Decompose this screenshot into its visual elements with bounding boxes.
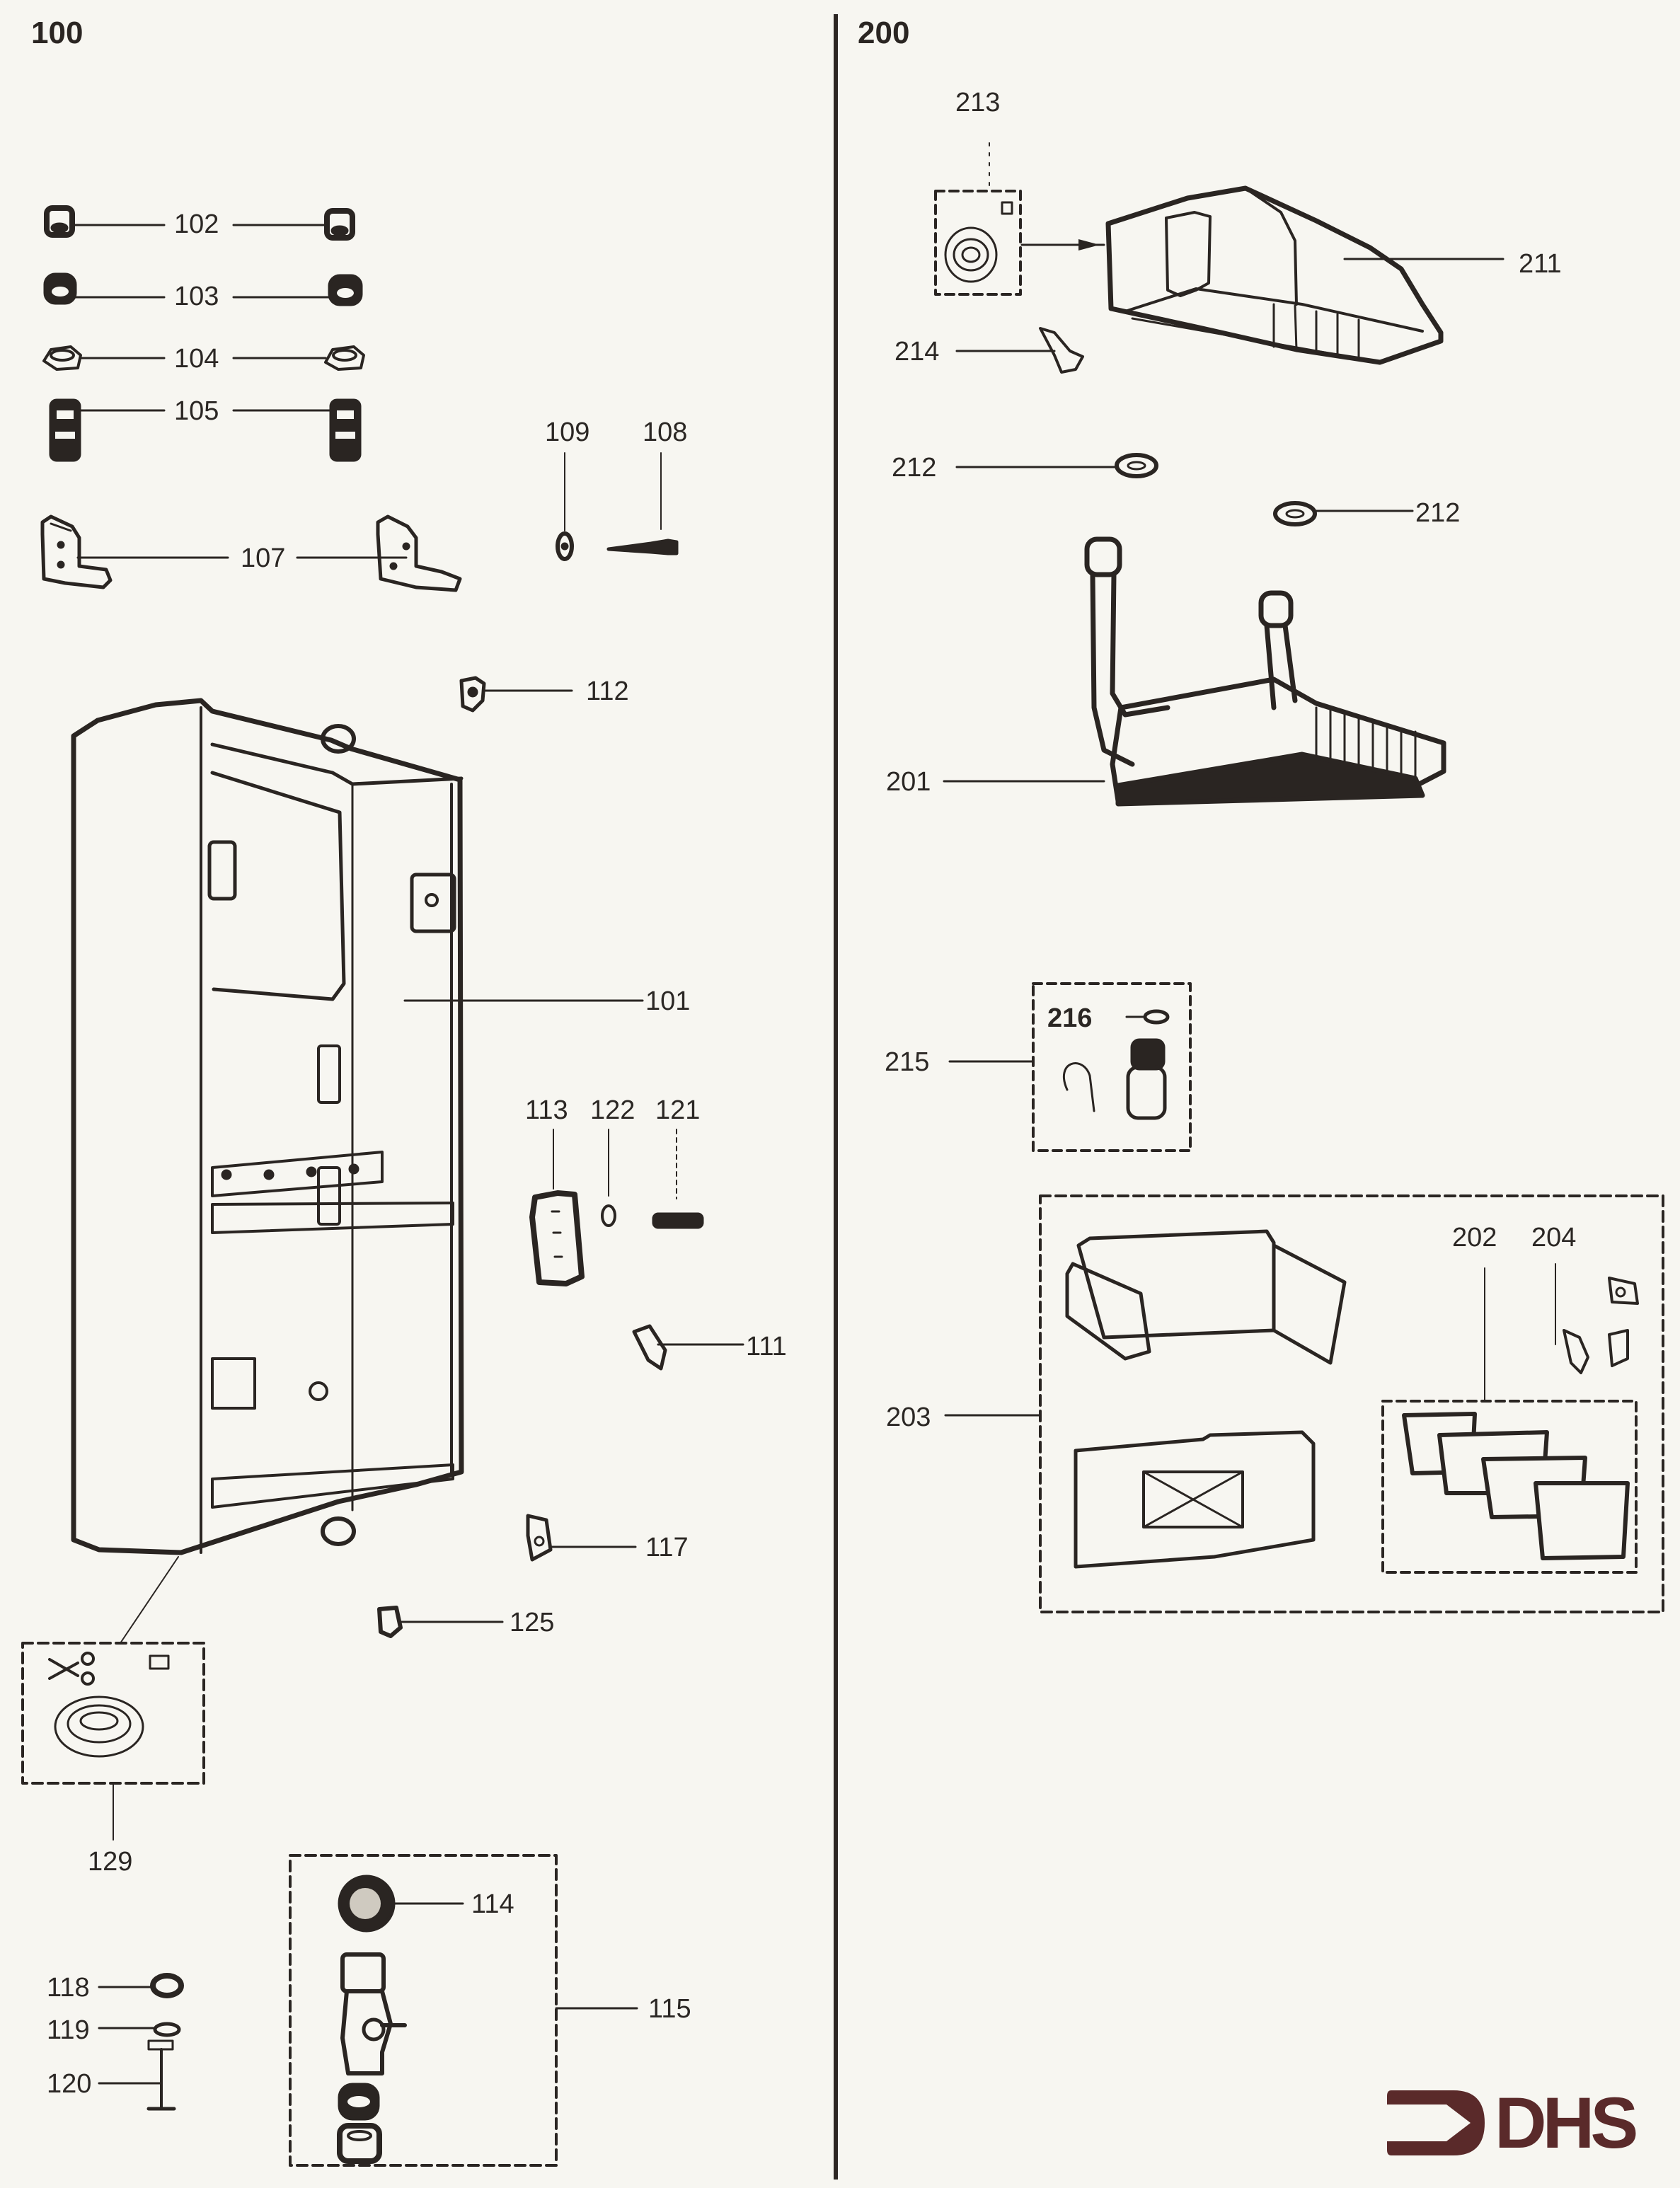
part-101-housing-icon [71,698,464,1555]
callout-104: 104 [174,344,219,374]
callout-120: 120 [47,2069,92,2099]
part-211-hood-icon [1105,185,1444,365]
callout-121: 121 [655,1095,701,1125]
part-105-fitting-right-icon [329,398,362,462]
section-200-heading: 200 [858,16,910,50]
callout-107: 107 [241,543,286,573]
callout-103: 103 [174,282,219,311]
part-111-screw-icon [632,1324,667,1371]
part-122-washer-icon [601,1204,616,1227]
callout-118: 118 [47,1973,90,2003]
callout-203: 203 [886,1403,931,1432]
callout-216: 216 [1047,1003,1093,1033]
callout-129: 129 [88,1847,133,1877]
part-118-nut-icon [150,1973,184,1998]
part-121-bolt-icon [652,1212,704,1229]
part-214-pin-icon [1039,327,1084,374]
part-104-locknut-left-icon [42,345,82,371]
callout-122: 122 [590,1095,635,1125]
part-109-washer-icon [556,531,574,561]
part-119-washer-icon [153,2022,181,2037]
part-117-clip-icon [526,1514,553,1562]
section-100-heading: 100 [31,16,84,50]
callout-105: 105 [174,396,219,426]
callout-211: 211 [1519,249,1562,279]
callout-102: 102 [174,209,219,239]
part-201-heat-exchanger-icon [1084,536,1446,807]
part-125-clip-icon [377,1606,403,1638]
part-120-screw-icon [146,2039,176,2111]
part-107-bracket-left-icon [40,514,113,589]
part-213-coil-box-icon [934,190,1022,296]
part-215-kit-icon [1032,982,1192,1152]
callout-112: 112 [586,676,629,706]
callout-214: 214 [894,337,940,367]
callout-108: 108 [643,418,688,447]
part-105-fitting-left-icon [49,398,81,462]
callout-101: 101 [645,986,691,1016]
part-129-kit-icon [21,1642,205,1785]
callout-119: 119 [47,2015,90,2045]
part-203-kit-icon [1039,1194,1664,1613]
dhs-logo-arrow-icon [1387,2090,1485,2155]
callout-201: 201 [886,767,931,797]
part-102-nut-left-icon [44,205,75,238]
callout-111: 111 [746,1332,787,1361]
part-212-gasket-lower-icon [1273,501,1317,526]
part-212-gasket-upper-icon [1115,453,1158,478]
callout-215: 215 [885,1047,930,1077]
callout-125: 125 [510,1608,555,1637]
part-115-valve-kit-icon [289,1854,558,2167]
callout-212-lower: 212 [1415,498,1461,528]
callout-212-upper: 212 [892,453,937,483]
callout-109: 109 [545,418,590,447]
callout-115: 115 [648,1994,691,2024]
callout-213: 213 [955,88,1001,117]
callout-113: 113 [525,1095,568,1125]
part-112-clip-icon [459,676,486,713]
part-104-locknut-right-icon [324,345,365,371]
part-113-block-icon [529,1190,585,1286]
callout-204: 204 [1531,1223,1577,1253]
part-102-nut-right-icon [324,208,355,241]
part-107-bracket-right-icon [376,514,462,592]
callout-117: 117 [645,1533,689,1562]
part-108-screw-icon [606,539,679,555]
section-divider [834,14,838,2180]
callout-114: 114 [471,1889,514,1919]
callout-202: 202 [1452,1223,1497,1253]
part-103-washer-left-icon [43,272,77,305]
dhs-logo-text: DHS [1495,2083,1638,2163]
part-103-washer-right-icon [328,274,363,306]
